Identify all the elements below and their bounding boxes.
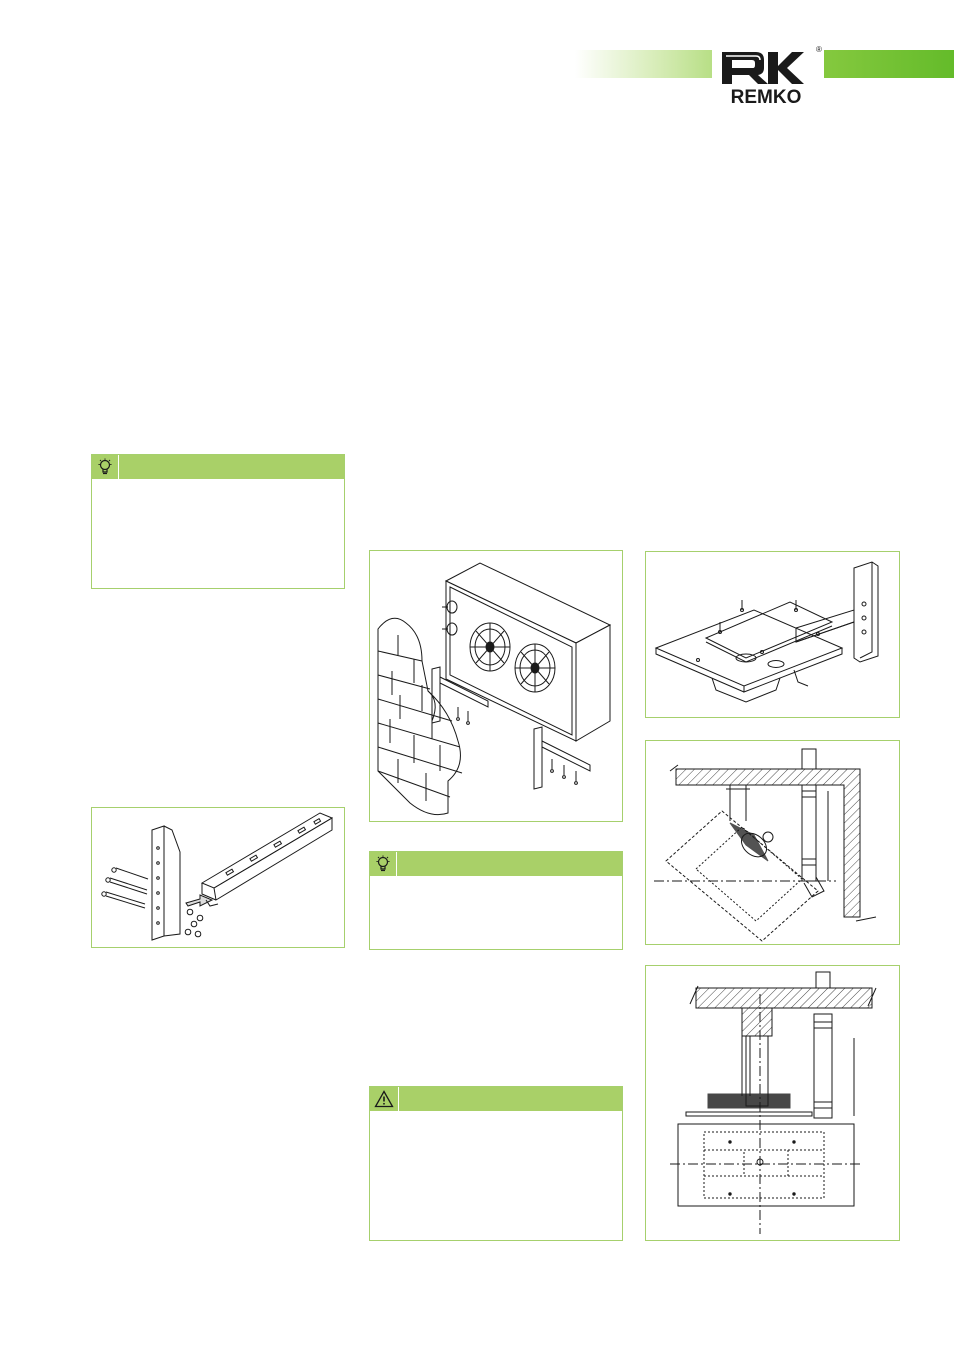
figure-bracket-assembly <box>91 807 345 948</box>
remko-logo: ® REMKO <box>712 40 824 110</box>
warning-panel <box>369 1086 623 1241</box>
note-panel-2 <box>369 851 623 950</box>
figure-ceiling-mount-horizontal <box>645 965 900 1241</box>
brand-name: REMKO <box>731 87 802 108</box>
warning-panel-header <box>370 1087 622 1111</box>
figure-unit-wall-mounted <box>369 550 623 822</box>
lightbulb-icon <box>92 455 119 479</box>
figure-ceiling-mount-angled <box>645 740 900 945</box>
note-panel-header <box>92 455 344 479</box>
warning-triangle-icon <box>370 1087 399 1111</box>
registered-mark: ® <box>816 45 822 54</box>
lightbulb-icon <box>370 852 397 876</box>
figure-wall-bracket-platform <box>645 551 900 718</box>
note-panel-header <box>370 852 622 876</box>
note-panel-1 <box>91 454 345 589</box>
